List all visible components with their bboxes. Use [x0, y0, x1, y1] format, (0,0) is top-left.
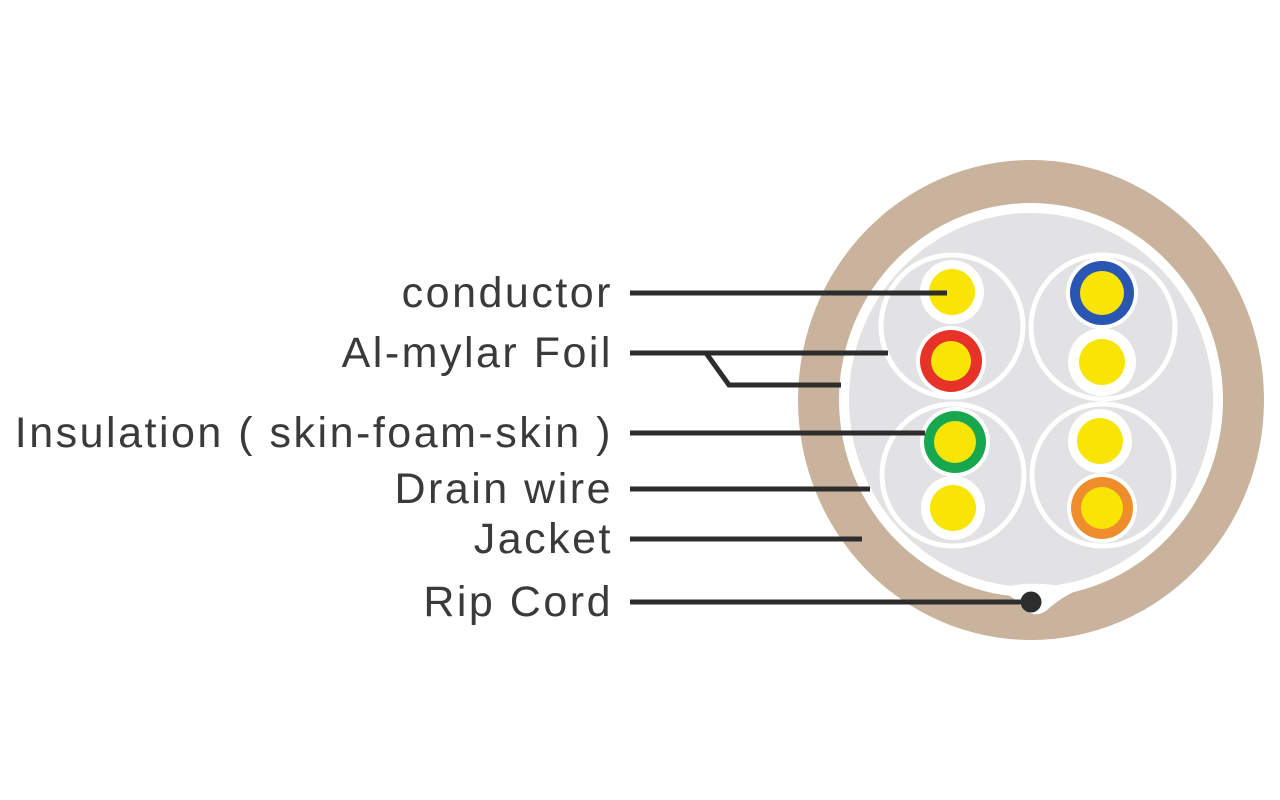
- label-jacket: Jacket: [473, 515, 613, 563]
- pair-ring-top-right: [1028, 252, 1178, 402]
- conductor-yellow-in-blue: [1080, 271, 1124, 315]
- core-filler: [849, 213, 1213, 587]
- conductor-yellow-top-left: [929, 269, 975, 315]
- label-al-mylar-foil: Al-mylar Foil: [341, 329, 613, 377]
- pair-ring-top-left: [878, 252, 1026, 400]
- rip-cord-dot: [1020, 591, 1042, 613]
- pair-ring-bottom-left: [879, 401, 1027, 549]
- conductor-yellow-in-red: [931, 341, 971, 381]
- conductor-yellow-in-orange: [1081, 487, 1123, 529]
- label-conductor: conductor: [401, 269, 613, 317]
- label-drain-wire: Drain wire: [394, 465, 613, 513]
- foil-leader-branch-line: [703, 351, 841, 388]
- label-rip-cord: Rip Cord: [423, 578, 613, 626]
- pair-ring-bottom-right: [1029, 401, 1177, 549]
- conductor-yellow-in-green: [934, 421, 976, 463]
- conductor-yellow-top-right: [1079, 339, 1125, 385]
- label-insulation: Insulation ( skin-foam-skin ): [14, 409, 613, 457]
- conductor-yellow-bottom-left: [930, 485, 976, 531]
- conductor-yellow-bottom-right: [1077, 418, 1123, 464]
